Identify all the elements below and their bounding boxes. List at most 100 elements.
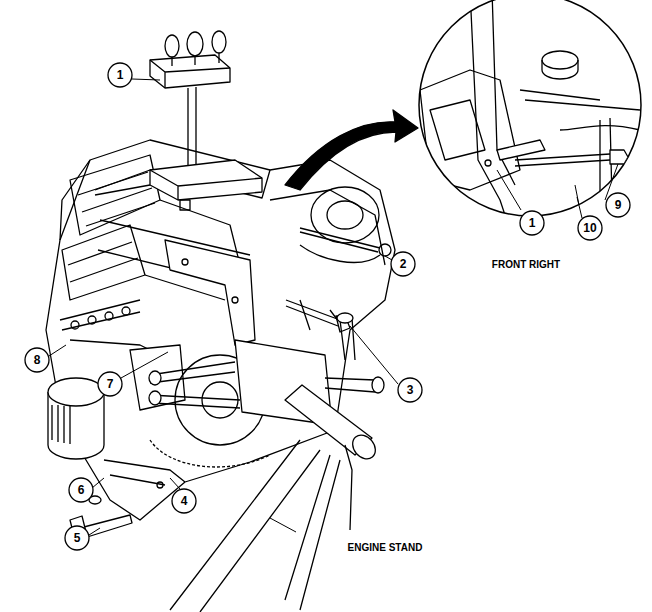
- callout-number: 3: [407, 384, 414, 396]
- oil-filter: [48, 378, 104, 406]
- engine-stand: [340, 318, 355, 360]
- engine-block: [60, 160, 90, 240]
- detail-inset: [610, 150, 628, 164]
- callout-number: 5: [74, 532, 81, 544]
- callout-number: 2: [400, 258, 407, 270]
- lifting-fixture: [180, 200, 190, 210]
- valve-cover: [68, 242, 138, 282]
- leader-line: [89, 528, 100, 535]
- injector-harness: [88, 316, 96, 324]
- bolt: [300, 228, 380, 252]
- lifting-fixture: [188, 87, 196, 166]
- engine-stand: [149, 391, 161, 405]
- lifting-fixture: [95, 185, 150, 195]
- detail-inset: [520, 90, 640, 110]
- leader-line: [170, 478, 180, 489]
- engine-stand: [345, 445, 352, 530]
- leader-line: [49, 345, 66, 356]
- lifting-fixture: [150, 170, 262, 200]
- lifting-fixture: [212, 31, 226, 53]
- engine-stand: [150, 362, 375, 392]
- callout-number: 9: [615, 199, 622, 211]
- oil-pan: [104, 460, 185, 488]
- callout-number: 10: [583, 222, 596, 234]
- leader-line: [132, 79, 160, 80]
- engine-block: [327, 201, 363, 229]
- leader-line: [92, 478, 104, 488]
- oil-filter: [52, 405, 70, 444]
- leader-line: [270, 518, 296, 532]
- callout-number: 1: [529, 217, 536, 229]
- callout-circle: [398, 378, 422, 402]
- part-name: ENGINE STAND: [347, 542, 424, 554]
- bolt: [286, 300, 340, 326]
- engine-block: [270, 190, 385, 265]
- callout-circle: [65, 526, 89, 550]
- engine-stand: [348, 431, 380, 464]
- callout-number: 8: [34, 354, 41, 366]
- callout-circle: [25, 348, 49, 372]
- callout-circle: [606, 193, 630, 217]
- detail-inset: [419, 0, 641, 230]
- detail-inset: [515, 154, 610, 166]
- detail-inset: [560, 118, 640, 200]
- callout-number: 4: [181, 495, 188, 507]
- detail-inset: [497, 140, 545, 160]
- engine-stand: [170, 440, 340, 612]
- valve-cover: [62, 225, 145, 300]
- lifting-fixture: [150, 55, 230, 88]
- engine-stand: [149, 371, 161, 385]
- callout-circle: [391, 252, 415, 276]
- leader-line: [350, 326, 398, 384]
- lifting-fixture: [150, 60, 230, 88]
- engine-block: [300, 245, 380, 262]
- detail-inset: [420, 70, 520, 190]
- oil-pan: [157, 482, 163, 488]
- callout-number: 6: [78, 484, 85, 496]
- callout-circle: [98, 372, 122, 396]
- detail-inset: [420, 0, 640, 230]
- callout-arrow: [285, 110, 418, 190]
- lifting-fixture: [95, 31, 262, 210]
- adapter-bracket: [130, 240, 255, 410]
- engine-block: [46, 140, 395, 520]
- bolt: [379, 244, 391, 256]
- engine-block: [46, 140, 395, 520]
- injector-harness: [71, 321, 79, 329]
- callout-circle: [108, 63, 132, 87]
- detail-inset: [419, 0, 641, 216]
- callout-circle: [69, 478, 93, 502]
- injector-harness: [122, 307, 130, 315]
- lifting-fixture: [165, 35, 179, 57]
- callout-arrow: [285, 110, 418, 190]
- lifting-fixture: [150, 160, 262, 200]
- detail-inset: [470, 0, 515, 230]
- valve-cover: [78, 172, 155, 226]
- callout-number: 1: [117, 69, 124, 81]
- callout-circle: [520, 211, 544, 235]
- engine-stand: [149, 313, 384, 612]
- lifting-fixture: [172, 53, 219, 66]
- detail-inset: [497, 164, 618, 218]
- oil-filter: [48, 378, 104, 459]
- detail-inset: [542, 51, 578, 69]
- detail-inset: [542, 60, 578, 79]
- injector-harness: [60, 300, 140, 330]
- view-label: FRONT RIGHT: [491, 259, 561, 271]
- engine-stand: [337, 313, 353, 323]
- adapter-bracket: [232, 297, 238, 303]
- callout-number: 7: [107, 378, 114, 390]
- leader-line: [121, 352, 168, 378]
- adapter-bracket: [165, 240, 255, 345]
- detail-inset: [485, 160, 491, 166]
- adapter-bracket: [182, 259, 188, 265]
- bolt: [70, 228, 391, 544]
- valve-cover: [70, 155, 160, 235]
- injector-harness: [105, 312, 113, 320]
- engine-stand: [150, 395, 240, 408]
- engine-block: [311, 187, 379, 243]
- engine-stand: [372, 377, 384, 393]
